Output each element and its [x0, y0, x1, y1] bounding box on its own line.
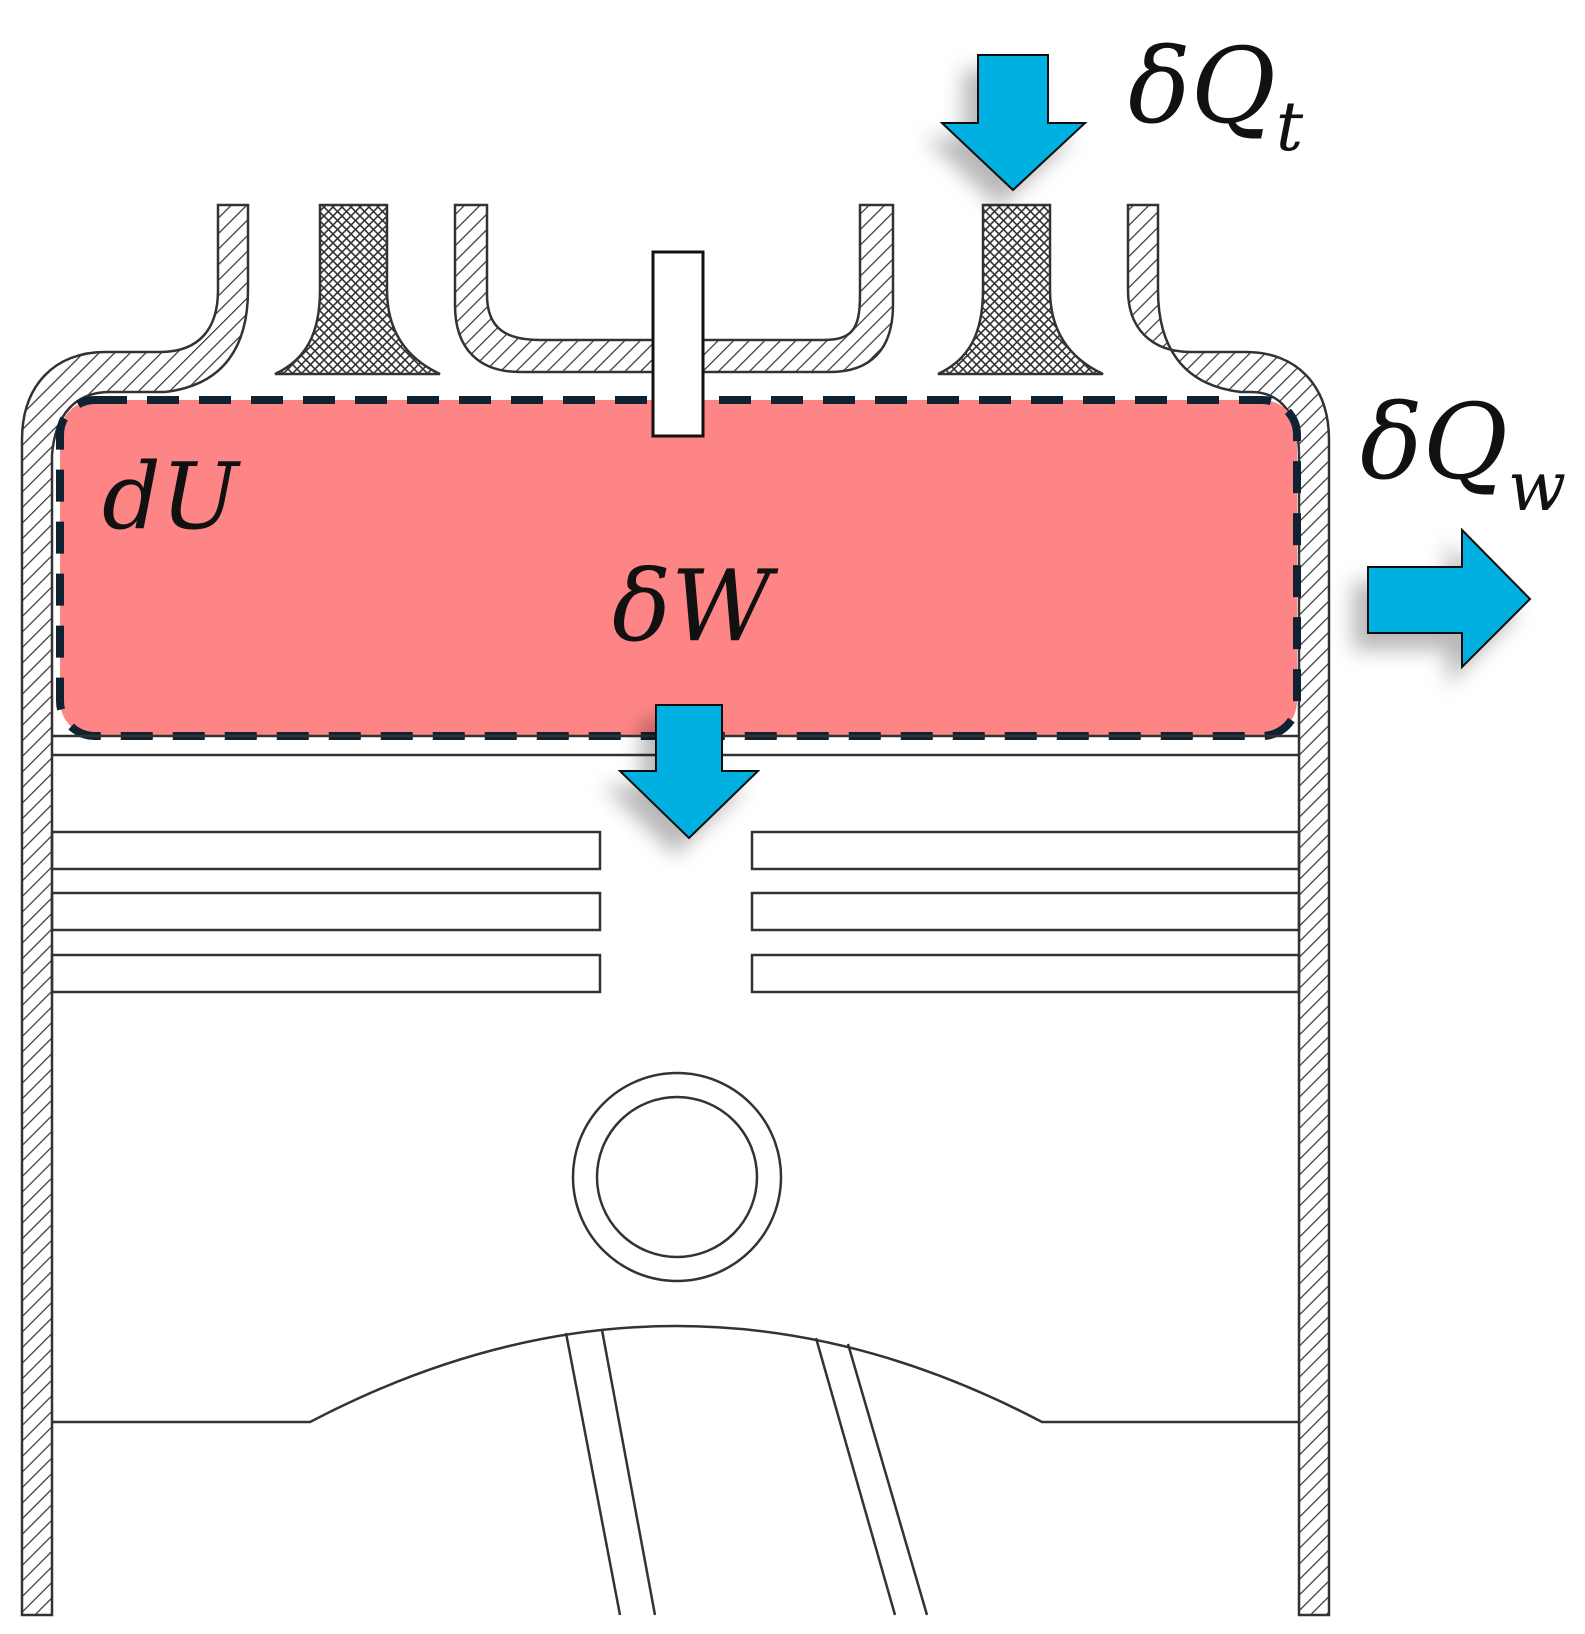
intake-valve — [274, 203, 441, 376]
exhaust-valve — [937, 203, 1104, 376]
heat-transfer-in-label: δQt — [1128, 25, 1304, 167]
piston — [50, 734, 1301, 1616]
work-label: δW — [612, 550, 779, 664]
work-arrow — [617, 704, 761, 840]
heat-loss-label: δQw — [1360, 381, 1566, 527]
heat-loss-arrow — [1367, 527, 1532, 670]
cylinder-wall — [1126, 203, 1331, 1617]
internal-energy-label: dU — [102, 443, 242, 550]
gas-region — [60, 400, 1297, 736]
heat-transfer-in-arrow — [939, 54, 1088, 192]
spark-plug — [651, 250, 705, 438]
cylinder-head — [453, 203, 895, 374]
